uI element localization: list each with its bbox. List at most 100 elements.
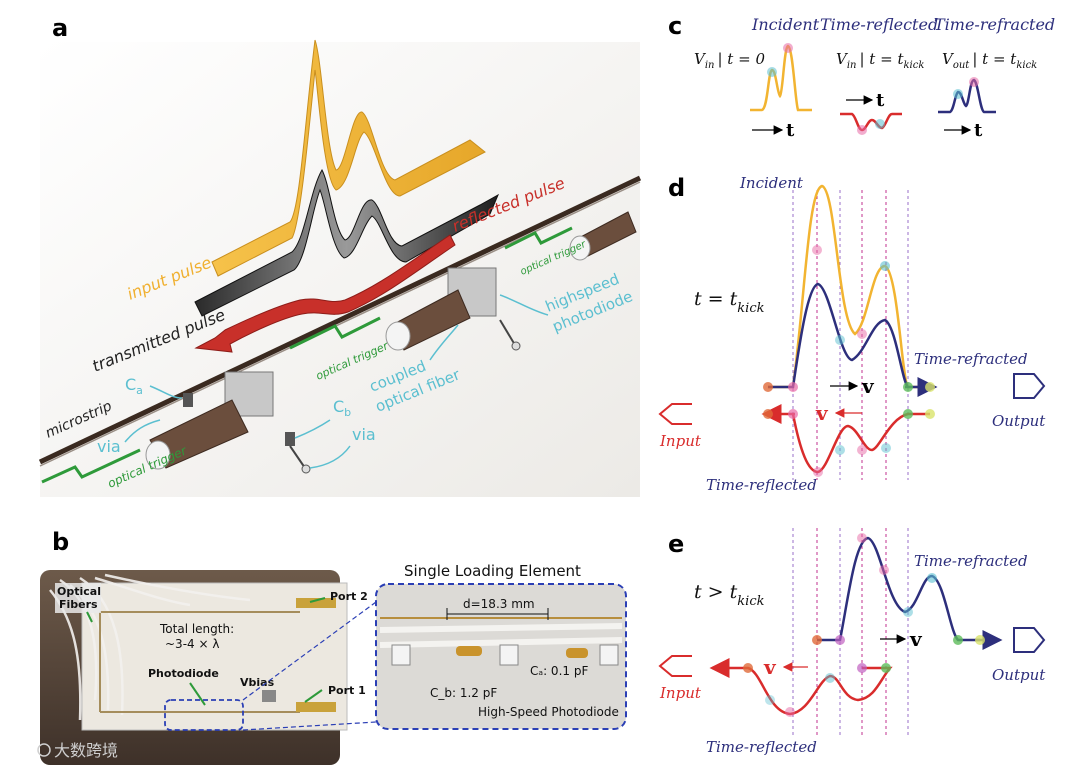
microstrip-line xyxy=(38,175,642,465)
e-time-reflected-label: Time-reflected xyxy=(706,738,817,756)
refracted-pink-dot xyxy=(969,77,979,87)
zoom-fiber-1 xyxy=(379,623,623,633)
via-label-right: via xyxy=(352,425,376,444)
incident-mini-waveform xyxy=(750,44,812,112)
panel-label-c: c xyxy=(668,12,682,40)
refracted-mini-waveform xyxy=(938,78,996,114)
e-dots xyxy=(743,533,985,717)
zoom-line-top xyxy=(242,601,377,701)
e-dot xyxy=(835,635,845,645)
via-pad xyxy=(301,464,311,474)
port2-connector xyxy=(296,598,336,608)
d-reflected-curve xyxy=(791,412,930,474)
time-refracted-heading: Time-refracted xyxy=(934,15,1055,34)
e-dot xyxy=(953,635,963,645)
d-dot xyxy=(813,467,823,477)
d-v-label: v xyxy=(861,374,875,398)
cb-pointer xyxy=(294,419,331,439)
zoom-fiber-2 xyxy=(379,637,623,648)
e-reflected-curve xyxy=(718,666,893,716)
e-refracted-curve xyxy=(817,536,980,642)
photodiode-block xyxy=(224,371,274,417)
zoom-photodiode-1 xyxy=(391,644,411,666)
e-dot xyxy=(975,635,985,645)
panel-c: c Incident Time-reflected Time-refracted… xyxy=(668,12,1055,141)
hs-photodiode-label: High-Speed Photodiode xyxy=(478,705,619,719)
d-dot xyxy=(763,382,773,392)
watermark: 大数跨境 xyxy=(54,741,118,760)
d-v-reflected-label: v xyxy=(815,401,829,425)
e-input-label: Input xyxy=(659,684,702,702)
photodiode-assembly-middle xyxy=(385,267,521,351)
time-reflected-heading: Time-reflected xyxy=(820,15,938,34)
e-output-port-icon xyxy=(1013,627,1046,653)
e-dot xyxy=(927,573,937,583)
total-length-label-2: ~3-4 × λ xyxy=(165,637,219,651)
e-v-reflected-label: v xyxy=(763,655,777,679)
d-dot xyxy=(857,329,867,339)
e-dot xyxy=(881,663,891,673)
d-dot xyxy=(925,382,935,392)
reflected-cyan-dot xyxy=(875,119,885,129)
photodiode-label: Photodiode xyxy=(148,667,219,680)
cb-label: Cb xyxy=(333,397,351,419)
zoom-line-bottom xyxy=(242,721,377,731)
via-wire xyxy=(289,445,306,469)
optical-fibers-label-2: Fibers xyxy=(59,598,98,611)
watermark-logo-icon xyxy=(37,743,51,757)
d-dot xyxy=(925,409,935,419)
reflected-pink-dot xyxy=(857,125,867,135)
ca-value-label: Cₐ: 0.1 pF xyxy=(530,664,588,678)
port2-pointer xyxy=(309,597,326,603)
d-output-label: Output xyxy=(992,412,1046,430)
port2-label: Port 2 xyxy=(330,590,368,603)
distance-label: d=18.3 mm xyxy=(463,597,535,611)
cb-value-label: C_b: 1.2 pF xyxy=(430,686,497,700)
ca-label: Ca xyxy=(125,375,143,397)
photodiode-assembly-right xyxy=(569,211,637,261)
single-element-highlight xyxy=(164,699,244,731)
d-dot xyxy=(857,445,867,455)
coupled-fiber-pointer xyxy=(429,324,459,361)
capacitor-cb xyxy=(285,432,295,446)
c-t-refracted: t xyxy=(974,120,983,141)
zoom-photodiode-2 xyxy=(499,644,519,666)
total-length-label-1: Total length: xyxy=(159,622,234,636)
panel-a-background xyxy=(40,42,640,497)
panel-label-b: b xyxy=(52,528,69,556)
d-dot xyxy=(881,443,891,453)
e-input-port-icon xyxy=(658,655,692,677)
panel-a: a input pulse transmitted pulse reflecte… xyxy=(38,14,642,497)
incident-heading: Incident xyxy=(751,15,820,34)
fiber-tip xyxy=(385,321,411,351)
ca-pointer xyxy=(149,385,183,399)
port1-pointer xyxy=(304,689,323,703)
panel-label-d: d xyxy=(668,174,685,202)
d-dot xyxy=(812,245,822,255)
e-time-refracted-label: Time-refracted xyxy=(914,552,1028,570)
optical-trigger-middle xyxy=(289,316,381,350)
c-t-reflected: t xyxy=(876,90,885,111)
capacitor-ca xyxy=(183,393,193,407)
via-label-left: via xyxy=(97,437,121,456)
d-dot xyxy=(788,382,798,392)
e-dot xyxy=(857,533,867,543)
e-dot xyxy=(765,695,775,705)
d-t-equals-tkick: t = tkick xyxy=(694,288,765,316)
fiber-tip xyxy=(569,235,591,261)
panel-b: b Optical Fibers Photodiode Vbias Port 1… xyxy=(37,528,627,765)
e-t-greater-tkick: t > tkick xyxy=(694,581,765,609)
incident-pink-dot xyxy=(783,43,793,53)
vin-t0-label: Vin| t = 0 xyxy=(694,50,765,71)
panel-e: e t > tkick xyxy=(658,528,1046,756)
zoom-capacitor-cb xyxy=(456,646,482,656)
panel-label-a: a xyxy=(52,14,68,42)
e-dot xyxy=(879,565,889,575)
e-dashed-lines xyxy=(792,528,909,735)
vin-tkick-label: Vin| t = tkick xyxy=(836,50,924,71)
c-t-incident: t xyxy=(786,120,795,141)
vbias-label: Vbias xyxy=(240,676,275,689)
transmitted-pulse-ribbon xyxy=(194,168,500,317)
e-v-label: v xyxy=(909,627,923,651)
